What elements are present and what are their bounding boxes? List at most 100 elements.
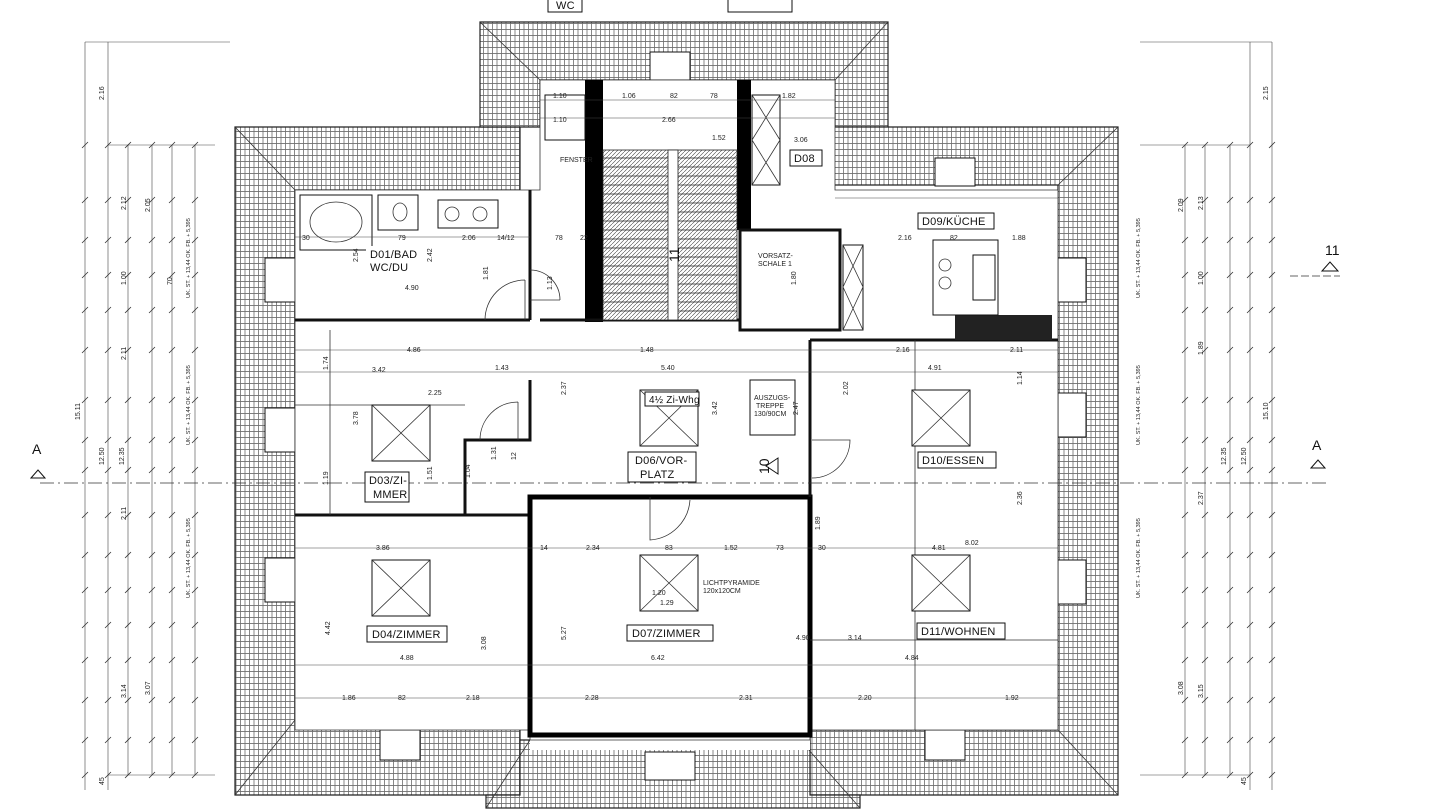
dimension-label: 2.47	[793, 401, 800, 415]
svg-text:SCHALE 1: SCHALE 1	[758, 261, 792, 268]
dimension-label: 1.13	[547, 276, 554, 290]
dimension-label: 2.36	[1017, 491, 1024, 505]
dimension-label: 3.06	[794, 137, 808, 144]
dimension-label: 2.54	[353, 248, 360, 262]
dimension-label: 2.11	[121, 347, 128, 360]
dimension-label: 4.42	[325, 621, 332, 635]
dimension-lines	[40, 41, 1340, 790]
dimension-label: 2.31	[739, 695, 753, 702]
dimension-label: 1.74	[323, 356, 330, 370]
dimension-label: 1.10	[553, 117, 567, 124]
room-label-d11: D11/WOHNEN	[916, 622, 1006, 640]
dimension-label: 4.86	[407, 347, 421, 354]
dimension-label: 30	[818, 545, 826, 552]
svg-text:D10/ESSEN: D10/ESSEN	[922, 455, 984, 467]
dimension-label: 1.43	[495, 365, 509, 372]
dimension-label: 3.86	[376, 545, 390, 552]
note-vorsatzschale: VORSATZ- SCHALE 1	[758, 253, 794, 268]
apartment-label: 4½ Zi-Whg	[644, 391, 700, 407]
dimension-labels-right: 2.152.132.091.001.8915.1012.5012.352.373…	[1178, 86, 1270, 785]
section-marker-right: A	[1312, 437, 1322, 453]
dimension-label: 1.19	[323, 471, 330, 485]
svg-text:MMER: MMER	[373, 489, 407, 501]
dimension-label: 5.40	[661, 365, 675, 372]
dimension-label: 78	[555, 235, 563, 242]
dimension-label: 15.11	[75, 403, 82, 420]
svg-text:D04/ZIMMER: D04/ZIMMER	[372, 629, 441, 641]
dimension-label: 2.37	[561, 381, 568, 395]
dimension-label: 45	[99, 777, 106, 785]
top-tag-wc: WC	[547, 0, 583, 13]
dimension-label: 1.86	[342, 695, 356, 702]
room-label-d09: D09/KÜCHE	[917, 212, 995, 230]
dimension-label: 4.90	[796, 635, 810, 642]
dimension-label: 1.14	[1017, 371, 1024, 385]
dimension-label: 5.27	[561, 626, 568, 640]
svg-text:D09/KÜCHE: D09/KÜCHE	[922, 216, 986, 228]
dimension-label: 2.16	[896, 347, 910, 354]
window-sill-note: UK. ST. + 13,44 OK. FB. + 5,395	[186, 365, 192, 445]
dimension-label: 2.18	[466, 695, 480, 702]
dimension-label: 3.42	[372, 367, 386, 374]
dimension-label: 3.78	[353, 411, 360, 425]
kitchen-fixtures	[932, 239, 999, 316]
dimension-label: 22	[580, 235, 588, 242]
svg-text:LICHTPYRAMIDE: LICHTPYRAMIDE	[703, 580, 760, 587]
dimension-label: 1.89	[1198, 341, 1205, 355]
svg-text:WC: WC	[556, 0, 575, 12]
dimension-label: 1.29	[660, 600, 674, 607]
section-marker-top-right: 11	[1325, 242, 1340, 258]
dimension-label: 1.06	[622, 93, 636, 100]
doors	[479, 269, 851, 541]
dimension-label: 3.14	[121, 684, 128, 698]
dimension-label: 3.14	[848, 635, 862, 642]
dimension-label: 12.50	[99, 447, 106, 465]
dimension-label: 1.00	[1198, 271, 1205, 285]
note-auszugstreppe: AUSZUGS- TREPPE 130/90CM	[754, 395, 791, 418]
dimension-label: 8.02	[965, 540, 979, 547]
dimension-label: 4.90	[405, 285, 419, 292]
window-sill-note: UK. ST. + 13,44 OK. FB. + 5,395	[1136, 218, 1142, 298]
dimension-label: 1.81	[483, 266, 490, 280]
dimension-label: 82	[950, 235, 958, 242]
dimension-label: 2.25	[428, 390, 442, 397]
dimension-label: 1.80	[791, 271, 798, 285]
svg-text:D08: D08	[794, 153, 815, 165]
dimension-label: 2.28	[585, 695, 599, 702]
section-marker-left: A	[32, 441, 42, 457]
svg-text:D07/ZIMMER: D07/ZIMMER	[632, 628, 701, 640]
dimension-label: 82	[670, 93, 678, 100]
dimension-label: 1.10	[553, 93, 567, 100]
dimension-label: 1.04	[465, 464, 472, 478]
dimension-label: 2.11	[1010, 347, 1023, 354]
dimension-label: 73	[776, 545, 784, 552]
svg-text:130/90CM: 130/90CM	[754, 411, 786, 418]
room-label-d10: D10/ESSEN	[917, 451, 997, 469]
bathroom-fixtures	[299, 94, 586, 251]
room-label-d01: D01/BAD WC/DU	[366, 246, 420, 275]
dimension-label: 83	[665, 545, 673, 552]
skylights	[371, 94, 971, 617]
room-label-d06: D06/VOR- PLATZ	[627, 451, 697, 483]
dimension-label: 30	[302, 235, 310, 242]
dimension-label: 1.52	[712, 135, 726, 142]
dimension-label: 2.20	[858, 695, 872, 702]
room-label-d08: D08	[789, 149, 823, 167]
window-sill-note: UK. ST. + 13,44 OK. FB. + 5,395	[186, 518, 192, 598]
dimension-label: 2.05	[145, 198, 152, 212]
stair-number: 11	[666, 247, 682, 262]
dimension-label: 12.35	[1221, 447, 1228, 465]
walls	[294, 79, 1059, 741]
dimension-label: 3.07	[145, 681, 152, 695]
dimension-label: 3.42	[712, 401, 719, 415]
dimension-label: 1.88	[1012, 235, 1026, 242]
dimension-label: 3.08	[481, 636, 488, 650]
dimension-label: 2.02	[843, 381, 850, 395]
dimension-label: 1.92	[1005, 695, 1019, 702]
dimension-label: 2.16	[898, 235, 912, 242]
dimension-label: 1.31	[491, 446, 498, 460]
dimension-label: 1.48	[640, 347, 654, 354]
dimension-label: 2.11	[121, 507, 128, 520]
